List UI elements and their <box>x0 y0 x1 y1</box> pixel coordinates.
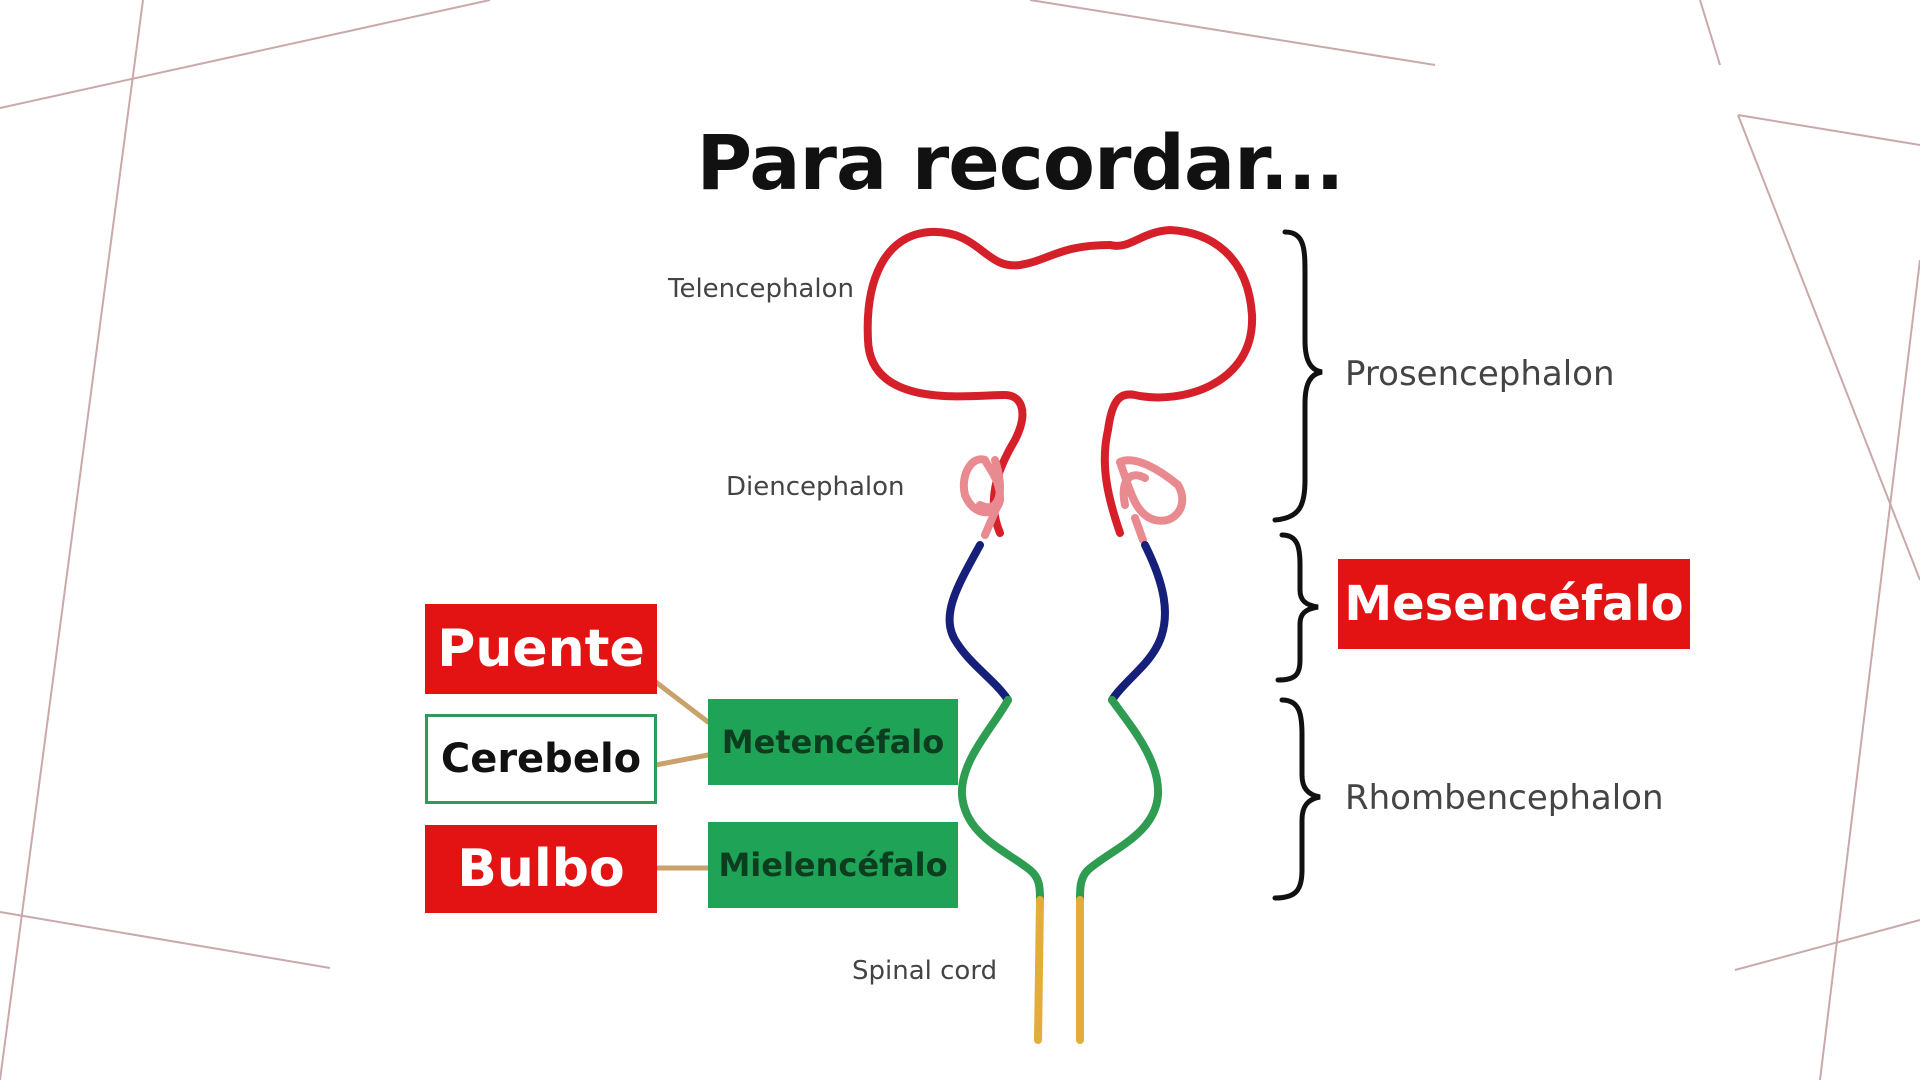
label-diencephalon: Diencephalon <box>726 472 905 502</box>
diencephalon-right-neck <box>1131 514 1147 544</box>
metencephalon-box: Metencéfalo <box>708 699 958 785</box>
rhombencephalon-right-wall <box>1076 696 1163 904</box>
telencephalon-right-outline <box>1100 226 1257 537</box>
diencephalon-right-loop <box>1116 456 1187 525</box>
myelencephalon-box: Mielencéfalo <box>708 822 958 908</box>
cerebellum-box: Cerebelo <box>425 714 657 804</box>
brace-mesencephalon <box>1275 532 1319 683</box>
page-title: Para recordar... <box>696 118 1345 207</box>
mesencephalon-right-wall <box>1108 541 1169 704</box>
rhombencephalon-left-wall <box>957 696 1044 904</box>
diencephalon-left-neck <box>981 496 1004 539</box>
label-telencephalon: Telencephalon <box>668 274 854 304</box>
telencephalon-left-outline <box>863 227 1114 537</box>
label-spinal-cord: Spinal cord <box>852 956 998 986</box>
label-prosencephalon: Prosencephalon <box>1345 354 1615 394</box>
brace-rhombencephalon <box>1272 697 1321 901</box>
mesencephalon-box: Mesencéfalo <box>1338 559 1690 649</box>
brace-prosencephalon <box>1272 229 1323 523</box>
label-rhombencephalon: Rhombencephalon <box>1345 778 1664 818</box>
mesencephalon-left-wall <box>945 541 1012 704</box>
medulla-box: Bulbo <box>425 825 657 913</box>
pons-box: Puente <box>425 604 657 694</box>
spinal-cord-left-wall <box>1034 896 1044 1044</box>
